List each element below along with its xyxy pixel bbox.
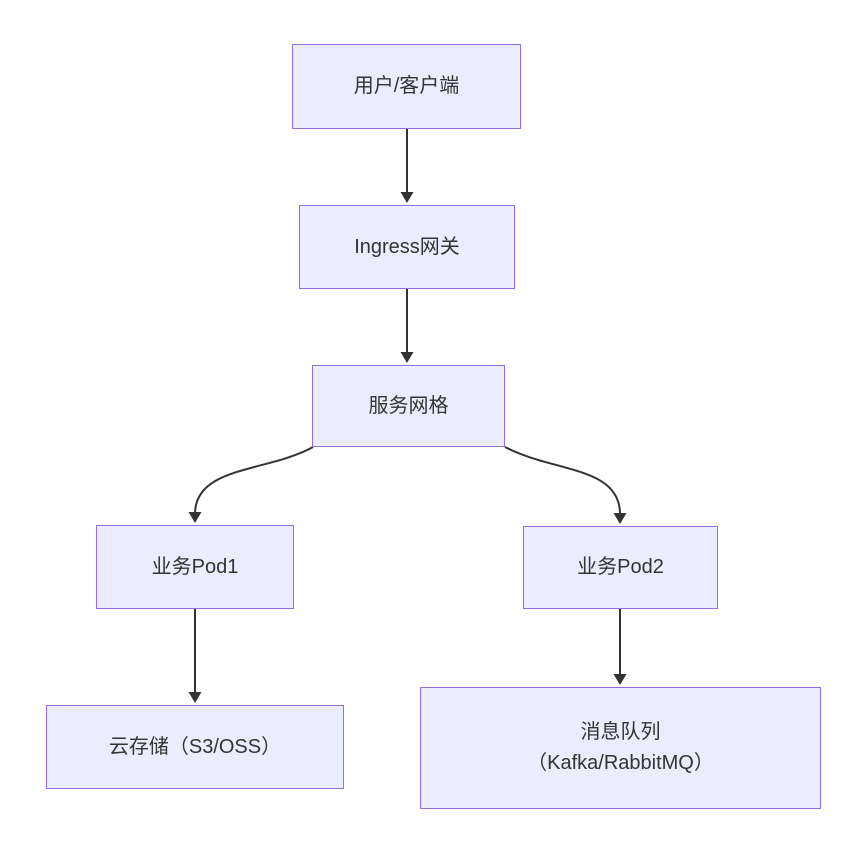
node-service-mesh: 服务网格 <box>312 365 505 447</box>
edge-user-to-ingress <box>400 129 414 203</box>
node-service-mesh-label: 服务网格 <box>368 394 449 417</box>
node-ingress-gateway-label: Ingress网关 <box>354 235 460 258</box>
node-business-pod1-label: 业务Pod1 <box>151 555 239 578</box>
node-user-client: 用户/客户端 <box>292 44 521 129</box>
node-business-pod2-label: 业务Pod2 <box>577 556 664 578</box>
edge-mesh-to-pod1 <box>188 446 314 523</box>
node-message-queue-label-line1: 消息队列 <box>580 721 661 743</box>
node-message-queue-label-line2: （Kafka/RabbitMQ） <box>527 752 714 774</box>
node-business-pod2: 业务Pod2 <box>523 526 718 609</box>
edge-pod1-to-storage <box>188 609 202 703</box>
node-business-pod1: 业务Pod1 <box>96 525 294 609</box>
node-ingress-gateway: Ingress网关 <box>299 205 515 289</box>
node-cloud-storage: 云存储（S3/OSS） <box>46 705 344 789</box>
edge-ingress-to-mesh <box>400 289 414 363</box>
edge-pod2-to-queue <box>613 609 627 685</box>
node-user-client-label: 用户/客户端 <box>353 75 460 97</box>
node-cloud-storage-label: 云存储（S3/OSS） <box>108 735 282 758</box>
node-message-queue: 消息队列 （Kafka/RabbitMQ） <box>420 687 821 809</box>
edge-mesh-to-pod2 <box>504 446 627 524</box>
